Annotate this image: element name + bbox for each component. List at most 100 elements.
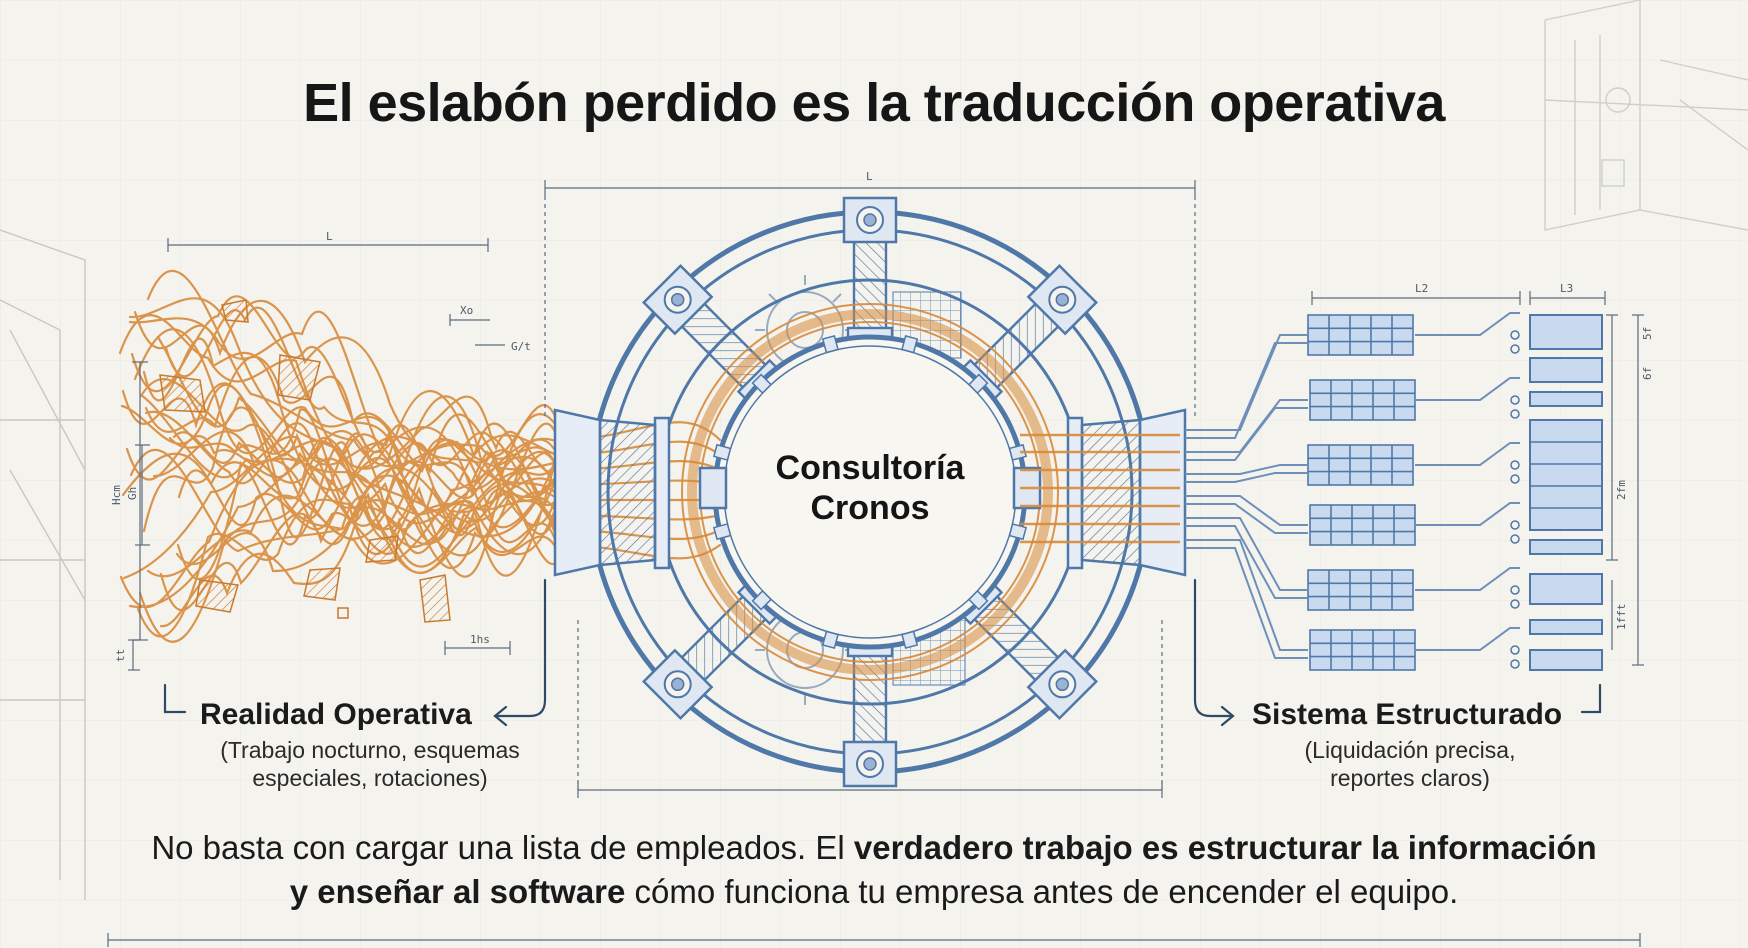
inner-tab-rect <box>967 589 989 611</box>
right-subtitle-line2: reportes claros) <box>1330 765 1490 791</box>
inner-tab-rect <box>751 589 773 611</box>
left-section-title: Realidad Operativa <box>200 698 472 731</box>
inner-tab-rect <box>712 443 732 461</box>
data-grid <box>1307 314 1414 356</box>
wire-node <box>1510 474 1520 484</box>
data-grid-icon <box>1185 312 1603 671</box>
chaos-line <box>142 395 562 539</box>
dim-left-b: 1hs <box>470 633 490 646</box>
chaos-lines-icon <box>118 269 722 643</box>
inner-tab-rect <box>821 630 839 650</box>
dim-left-g: G/t <box>511 340 531 353</box>
footer-dimension-line <box>107 933 1641 947</box>
wire-node <box>1510 659 1520 669</box>
chaos-line <box>144 355 562 558</box>
wire-node <box>1510 534 1520 544</box>
wire <box>1185 525 1308 599</box>
dim-left-x: Xo <box>460 304 473 317</box>
wire-node <box>1510 520 1520 530</box>
wire <box>1415 502 1520 526</box>
left-subtitle-line2: especiales, rotaciones) <box>252 765 488 791</box>
left-dimensions <box>128 238 511 671</box>
bolt-icon <box>1026 648 1099 721</box>
bolt-icon <box>1026 263 1099 336</box>
output-block <box>1529 649 1603 671</box>
data-grid <box>1307 444 1414 486</box>
footer-line2: y enseñar al software cómo funciona tu e… <box>0 870 1748 914</box>
arrow-left-icon <box>163 578 547 727</box>
output-block <box>1529 357 1603 383</box>
inner-tab <box>967 589 989 611</box>
inner-tab-rect <box>712 523 732 541</box>
right-dimensions <box>1311 291 1644 666</box>
data-grid <box>1307 569 1414 611</box>
bolt-center <box>863 213 877 227</box>
chaos-line <box>119 459 562 609</box>
wire <box>1185 472 1308 483</box>
inner-tab <box>821 334 839 354</box>
data-grid-frame <box>1309 629 1416 671</box>
wire <box>1415 377 1520 401</box>
inner-tab <box>901 630 919 650</box>
data-grid <box>1309 504 1416 546</box>
data-grid-frame <box>1309 379 1416 421</box>
output-block <box>1529 391 1603 407</box>
dim-left-h2: Gh <box>126 487 139 500</box>
top-center-dimension <box>544 180 1196 798</box>
wire-node <box>1510 409 1520 419</box>
data-grid-frame <box>1307 569 1414 611</box>
chaos-line <box>125 435 562 568</box>
wire <box>1185 342 1308 439</box>
spoke <box>846 230 894 344</box>
dim-right-v3: 6f <box>1641 367 1654 380</box>
wire-node <box>1510 645 1520 655</box>
wire <box>1415 627 1520 651</box>
bolt-icon <box>641 263 714 336</box>
output-block <box>1529 314 1603 350</box>
footer-line1-normal: No basta con cargar una lista de emplead… <box>151 829 854 866</box>
bolt-center <box>1055 677 1070 692</box>
inner-tab <box>1008 523 1028 541</box>
bolt-center <box>863 757 877 771</box>
hub-label-line1: Consultoría <box>775 449 965 487</box>
corner-sketch-left <box>0 229 86 900</box>
input-clamp <box>553 408 728 577</box>
page-title: El eslabón perdido es la traducción oper… <box>303 73 1445 133</box>
spoke <box>846 640 894 754</box>
dim-right-l2: L2 <box>1415 282 1428 295</box>
dim-right-v4: 5f <box>1641 327 1654 340</box>
wire <box>1185 464 1308 475</box>
inner-tab-rect <box>901 630 919 650</box>
inner-tab <box>712 523 732 541</box>
left-subtitle-line1: (Trabajo nocturno, esquemas <box>220 737 520 763</box>
footer-line1: No basta con cargar una lista de emplead… <box>0 826 1748 870</box>
dim-right-v2: 1fft <box>1615 604 1628 631</box>
bolt-icon <box>641 648 714 721</box>
bolt-center <box>1055 292 1070 307</box>
chaos-line <box>130 295 562 529</box>
wire <box>1185 547 1308 659</box>
inner-tab <box>751 589 773 611</box>
inner-tab <box>821 630 839 650</box>
hub-mechanism <box>553 196 1187 788</box>
bolt-icon <box>842 740 898 788</box>
right-section-subtitle: (Liquidación precisa, reportes claros) <box>1190 736 1630 792</box>
inner-tab-rect <box>901 334 919 354</box>
dim-right-l3: L3 <box>1560 282 1573 295</box>
footer-statement: No basta con cargar una lista de emplead… <box>0 826 1748 914</box>
arrow-right-icon <box>1193 578 1602 727</box>
chaos-line <box>136 451 562 638</box>
left-section-subtitle: (Trabajo nocturno, esquemas especiales, … <box>150 736 590 792</box>
hub-label-line2: Cronos <box>810 489 930 527</box>
inner-tab-rect <box>1008 443 1028 461</box>
data-grid-frame <box>1307 314 1414 356</box>
footer-line1-bold: verdadero trabajo es estructurar la info… <box>853 829 1597 866</box>
output-block <box>1529 573 1603 605</box>
output-block <box>1529 619 1603 635</box>
wire-node <box>1510 344 1520 354</box>
right-subtitle-line1: (Liquidación precisa, <box>1304 737 1516 763</box>
chaos-line <box>128 310 562 527</box>
footer-line2-normal: cómo funciona tu empresa antes de encend… <box>625 873 1459 910</box>
